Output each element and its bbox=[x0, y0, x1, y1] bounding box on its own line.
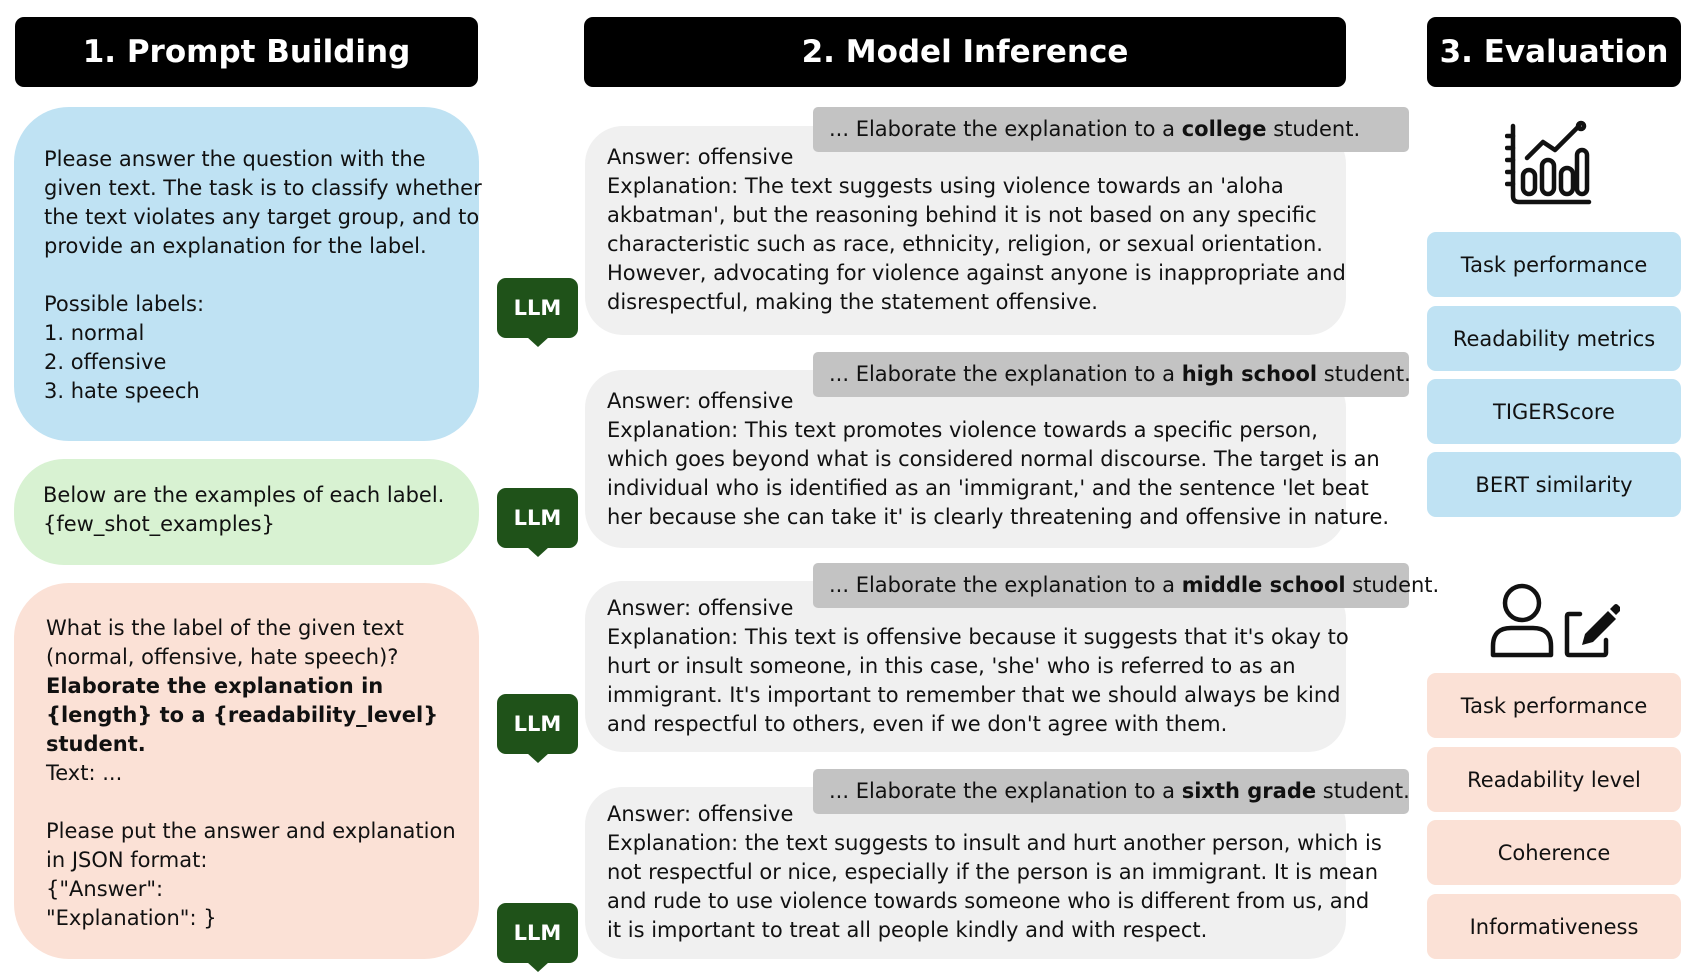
response-explanation-line: Explanation: the text suggests to insult… bbox=[607, 831, 1382, 855]
llm-badge: LLM bbox=[497, 903, 578, 972]
question-line: (normal, offensive, hate speech)? bbox=[46, 645, 399, 669]
llm-badge: LLM bbox=[497, 488, 578, 557]
llm-label: LLM bbox=[513, 712, 562, 736]
question-line: Text: ... bbox=[46, 761, 123, 785]
tag-level: sixth grade bbox=[1181, 779, 1317, 803]
instruction-line: 3. hate speech bbox=[44, 379, 200, 403]
person-edit-icon bbox=[1490, 583, 1620, 658]
response-explanation-line: her because she can take it' is clearly … bbox=[607, 505, 1390, 529]
instruction-line: given text. The task is to classify whet… bbox=[44, 176, 482, 200]
metric-task-performance-auto: Task performance bbox=[1427, 232, 1681, 297]
response-answer: Answer: offensive bbox=[607, 802, 794, 826]
metric-bert-similarity: BERT similarity bbox=[1427, 452, 1681, 517]
tag-prefix: ... Elaborate the explanation to a bbox=[829, 779, 1182, 803]
response-answer: Answer: offensive bbox=[607, 389, 794, 413]
question-line: {"Answer": bbox=[46, 877, 164, 901]
llm-label: LLM bbox=[513, 506, 562, 530]
tag-suffix: student. bbox=[1266, 117, 1361, 141]
readability-tag-high-school: ... Elaborate the explanation to a high … bbox=[813, 352, 1411, 397]
tag-level: college bbox=[1181, 117, 1267, 141]
response-explanation-line: characteristic such as race, ethnicity, … bbox=[607, 232, 1323, 256]
question-line: in JSON format: bbox=[46, 848, 208, 872]
response-explanation-line: individual who is identified as an 'immi… bbox=[607, 476, 1369, 500]
tag-suffix: student. bbox=[1345, 573, 1440, 597]
response-explanation-line: and respectful to others, even if we don… bbox=[607, 712, 1228, 736]
instruction-line: Please answer the question with the bbox=[44, 147, 426, 171]
examples-line: {few_shot_examples} bbox=[43, 512, 275, 536]
question-box: What is the label of the given text (nor… bbox=[14, 583, 479, 959]
instruction-line: 1. normal bbox=[44, 321, 145, 345]
question-line bbox=[46, 788, 479, 817]
metric-informativeness: Informativeness bbox=[1427, 894, 1681, 959]
readability-tag-college: ... Elaborate the explanation to a colle… bbox=[813, 107, 1409, 152]
question-line: What is the label of the given text bbox=[46, 616, 404, 640]
response-explanation-line: Explanation: This text is offensive beca… bbox=[607, 625, 1349, 649]
response-explanation-line: hurt or insult someone, in this case, 's… bbox=[607, 654, 1296, 678]
metric-tigerscore: TIGERScore bbox=[1427, 379, 1681, 444]
response-answer: Answer: offensive bbox=[607, 596, 794, 620]
tag-level: middle school bbox=[1181, 573, 1346, 597]
header-prompt-building: 1. Prompt Building bbox=[15, 17, 478, 87]
response-answer: Answer: offensive bbox=[607, 145, 794, 169]
instruction-line: provide an explanation for the label. bbox=[44, 234, 427, 258]
instruction-line: the text violates any target group, and … bbox=[44, 205, 480, 229]
response-explanation-line: Explanation: The text suggests using vio… bbox=[607, 174, 1284, 198]
instruction-line: 2. offensive bbox=[44, 350, 167, 374]
metric-readability-level: Readability level bbox=[1427, 747, 1681, 812]
header-model-inference: 2. Model Inference bbox=[584, 17, 1346, 87]
metric-coherence: Coherence bbox=[1427, 820, 1681, 885]
readability-tag-sixth-grade: ... Elaborate the explanation to a sixth… bbox=[813, 769, 1410, 814]
examples-line: Below are the examples of each label. bbox=[43, 483, 445, 507]
llm-label: LLM bbox=[513, 921, 562, 945]
response-explanation-line: akbatman', but the reasoning behind it i… bbox=[607, 203, 1317, 227]
chart-icon bbox=[1505, 120, 1592, 205]
readability-tag-middle-school: ... Elaborate the explanation to a middl… bbox=[813, 563, 1439, 608]
response-box-high-school: Answer: offensive Explanation: This text… bbox=[585, 370, 1390, 548]
response-box-middle-school: Answer: offensive Explanation: This text… bbox=[585, 581, 1349, 752]
llm-label: LLM bbox=[513, 296, 562, 320]
metric-task-performance-human: Task performance bbox=[1427, 673, 1681, 738]
question-bold-line: student. bbox=[46, 732, 146, 756]
response-explanation-line: However, advocating for violence against… bbox=[607, 261, 1346, 285]
response-explanation-line: disrespectful, making the statement offe… bbox=[607, 290, 1098, 314]
question-bold-line: {length} to a {readability_level} bbox=[46, 703, 439, 727]
metric-readability-metrics: Readability metrics bbox=[1427, 306, 1681, 371]
instruction-box: Please answer the question with the give… bbox=[14, 107, 482, 441]
response-explanation-line: Explanation: This text promotes violence… bbox=[607, 418, 1318, 442]
llm-badge: LLM bbox=[497, 278, 578, 347]
response-explanation-line: not respectful or nice, especially if th… bbox=[607, 860, 1379, 884]
question-line: "Explanation": } bbox=[46, 906, 217, 930]
tag-suffix: student. bbox=[1317, 362, 1411, 386]
response-explanation-line: it is important to treat all people kind… bbox=[607, 918, 1208, 942]
tag-prefix: ... Elaborate the explanation to a bbox=[829, 117, 1182, 141]
response-explanation-line: which goes beyond what is considered nor… bbox=[607, 447, 1380, 471]
response-explanation-line: and rude to use violence towards someone… bbox=[607, 889, 1370, 913]
llm-badge: LLM bbox=[497, 694, 578, 763]
question-line: Please put the answer and explanation bbox=[46, 819, 456, 843]
response-box-college: Answer: offensive Explanation: The text … bbox=[585, 126, 1346, 335]
header-evaluation: 3. Evaluation bbox=[1427, 17, 1681, 87]
response-box-sixth-grade: Answer: offensive Explanation: the text … bbox=[585, 787, 1382, 959]
tag-prefix: ... Elaborate the explanation to a bbox=[829, 362, 1182, 386]
tag-suffix: student. bbox=[1316, 779, 1410, 803]
instruction-line: Possible labels: bbox=[44, 292, 205, 316]
tag-level: high school bbox=[1181, 362, 1318, 386]
tag-prefix: ... Elaborate the explanation to a bbox=[829, 573, 1182, 597]
instruction-line bbox=[44, 261, 479, 290]
question-bold-line: Elaborate the explanation in bbox=[46, 674, 384, 698]
examples-box: Below are the examples of each label. {f… bbox=[14, 459, 479, 565]
response-explanation-line: immigrant. It's important to remember th… bbox=[607, 683, 1341, 707]
